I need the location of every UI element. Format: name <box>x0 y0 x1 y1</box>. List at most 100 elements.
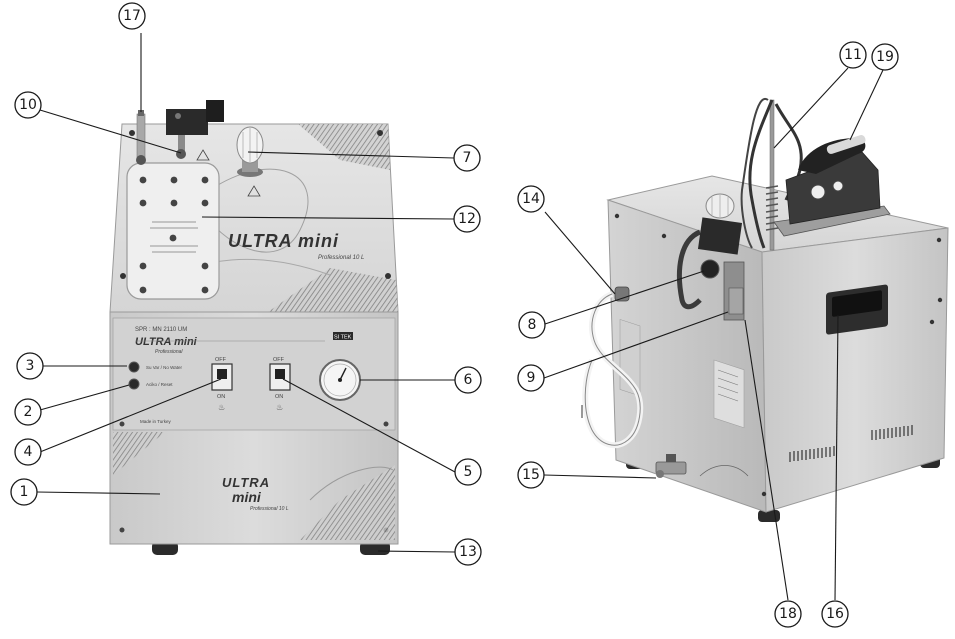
lid-screw <box>377 130 383 136</box>
rear-screw <box>614 213 620 219</box>
switch1-on-label: ON <box>217 394 225 400</box>
brand-badge-text: SI TEK <box>334 335 352 341</box>
rear-foot <box>758 510 780 522</box>
cable-support-rod <box>769 99 775 251</box>
boiler-symbol-icon: ♨ <box>276 403 283 412</box>
body-hatch-right <box>300 465 395 540</box>
switch2-on-label: ON <box>275 394 283 400</box>
svg-text:12: 12 <box>458 211 476 227</box>
rating-plate <box>713 359 745 429</box>
rear-screw <box>761 491 767 497</box>
solenoid-valve <box>166 109 208 135</box>
callout-13: 13 <box>454 538 482 566</box>
made-in-label: Made in Turkey <box>140 419 172 424</box>
callout-17: 17 <box>118 2 146 30</box>
model-text: SPR : MN 2110 UM <box>135 327 187 333</box>
body-brand-top: ULTRA <box>222 475 270 490</box>
callout-3: 3 <box>16 352 44 380</box>
callout-18: 18 <box>774 600 802 628</box>
switch1-off-label: OFF <box>215 357 227 363</box>
steam-outlet-fitting <box>178 135 185 153</box>
rear-screw <box>936 237 942 243</box>
svg-text:8: 8 <box>528 317 537 333</box>
lid-sub: Professional 10 L <box>318 255 364 261</box>
rear-screw <box>661 233 667 239</box>
steam-outlet-ring <box>176 149 186 159</box>
lid-hatch-right <box>268 268 398 312</box>
svg-text:5: 5 <box>464 464 473 480</box>
lid-brand: ULTRA mini <box>228 231 339 251</box>
callout-5: 5 <box>454 458 482 486</box>
steam-valve-body <box>728 287 744 315</box>
iron-cable-3 <box>740 97 769 249</box>
drain-label-arc <box>699 465 749 477</box>
svg-text:16: 16 <box>826 606 844 622</box>
rear-unit <box>581 97 949 522</box>
svg-text:6: 6 <box>464 372 473 388</box>
reset-label: Aciko / Reset <box>146 382 173 387</box>
steam-pipe <box>676 229 702 310</box>
callout-15: 15 <box>517 461 545 489</box>
svg-text:9: 9 <box>527 370 536 386</box>
callout-16: 16 <box>821 600 849 628</box>
callout-11: 11 <box>839 41 867 69</box>
warning-triangle-icon <box>196 149 210 161</box>
iron-rest-lines <box>150 221 198 253</box>
side-carry-handle-grip <box>832 290 882 317</box>
iron-holder-base <box>136 155 146 165</box>
brand-badge <box>333 332 353 340</box>
callout-14: 14 <box>517 185 545 213</box>
warning-triangle-icon <box>247 185 261 197</box>
callout-19: 19 <box>871 43 899 71</box>
drain-valve-handle <box>666 454 676 462</box>
panel-sub: Professional <box>155 349 183 355</box>
svg-text:2: 2 <box>24 404 33 420</box>
cable-spring <box>765 185 779 231</box>
rear-screw <box>929 319 935 325</box>
steam-iron-knob <box>810 184 826 200</box>
boiler-switch-rocker <box>275 369 285 379</box>
filler-cap-ribs <box>242 128 258 162</box>
callout-9: 9 <box>517 364 545 392</box>
callout-4: 4 <box>14 438 42 466</box>
panel-screw <box>119 421 125 427</box>
iron-symbol-icon: ♨ <box>218 403 225 412</box>
iron-rest-pad <box>126 162 220 300</box>
rear-screw <box>937 297 943 303</box>
lid-screw <box>120 273 126 279</box>
svg-text:14: 14 <box>522 191 540 207</box>
panel-brand: ULTRA mini <box>135 336 198 348</box>
safety-valve-knob <box>700 259 720 279</box>
svg-text:1: 1 <box>20 484 29 500</box>
panel-screw <box>383 421 389 427</box>
svg-text:17: 17 <box>123 8 141 24</box>
iron-cable-1 <box>748 99 774 249</box>
svg-text:11: 11 <box>844 47 862 63</box>
water-hose-outline <box>584 293 641 446</box>
callout-10: 10 <box>14 91 42 119</box>
svg-text:13: 13 <box>459 544 477 560</box>
front-unit: ULTRA mini Professional 10 L SPR : MN 21… <box>109 100 399 555</box>
reset-button[interactable] <box>128 378 140 390</box>
pressure-gauge-hub <box>338 378 342 382</box>
rating-plate-lines <box>717 369 739 402</box>
body-swoosh <box>309 466 394 501</box>
steam-iron-knob <box>832 180 844 192</box>
side-vent-right <box>871 425 913 440</box>
body-hatch-left <box>113 432 165 475</box>
svg-text:15: 15 <box>522 467 540 483</box>
iron-holder-rod <box>136 113 146 163</box>
svg-text:4: 4 <box>24 444 33 460</box>
no-water-label: Su Var / No Water <box>146 365 183 370</box>
solenoid-connector <box>206 100 224 122</box>
callout-7: 7 <box>453 144 481 172</box>
no-water-lamp <box>128 361 140 373</box>
pressure-gauge-needle <box>339 367 347 381</box>
iron-switch-rocker <box>217 369 227 379</box>
iron-holder-cap <box>138 110 144 116</box>
callout-8: 8 <box>518 311 546 339</box>
svg-text:18: 18 <box>779 606 797 622</box>
solenoid-screw <box>175 113 181 119</box>
svg-text:19: 19 <box>876 49 894 65</box>
